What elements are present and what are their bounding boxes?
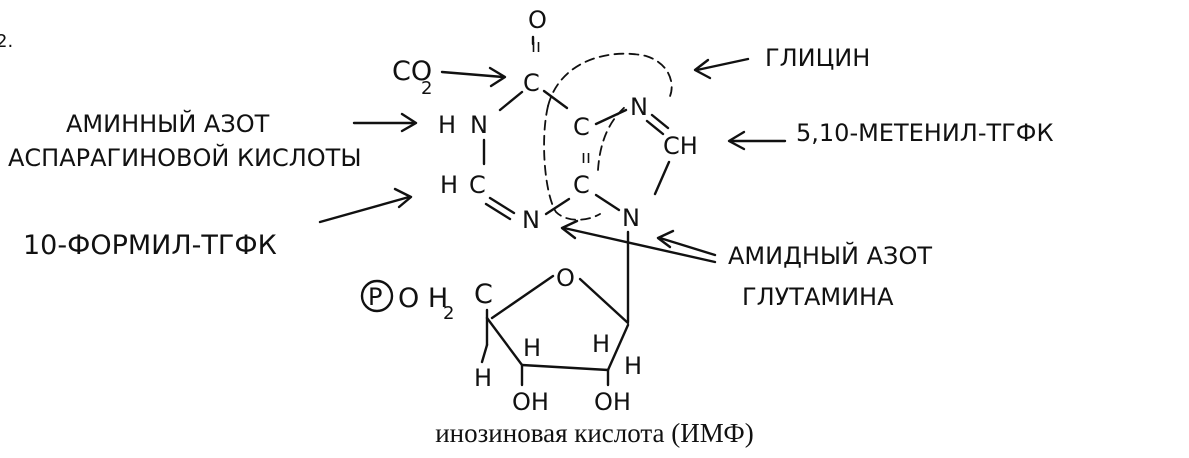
label-aspartate-2: АСПАРАГИНОВОЙ КИСЛОТЫ <box>8 143 362 172</box>
bond-c5-n7 <box>594 108 628 126</box>
atom-c6: C <box>523 69 540 97</box>
atom-c5: C <box>573 113 590 141</box>
label-methenyl-thf: 5,10-МЕТЕНИЛ-ТГФК <box>796 119 1054 147</box>
atom-oh2: O H <box>398 283 448 314</box>
label-glutamine-2: ГЛУТАМИНА <box>742 283 894 311</box>
arrowhead-aspartate <box>400 112 418 133</box>
bond-o-c1p <box>578 277 630 325</box>
bond-n7-c8-b <box>645 119 665 136</box>
atom-n1: N <box>470 111 488 139</box>
atom-h-c2: H <box>440 171 458 199</box>
atom-c4: C <box>573 171 590 199</box>
label-aspartate-1: АМИННЫЙ АЗОТ <box>66 109 270 138</box>
atom-h-b: H <box>523 334 541 362</box>
figure-number: 2. <box>0 31 13 52</box>
atom-h2-sub: 2 <box>443 303 454 324</box>
arrowhead-glycine <box>693 58 712 80</box>
atom-n7: N <box>630 93 648 121</box>
bond-c3p-c2p <box>520 363 610 372</box>
bond-h-c4p <box>480 343 489 364</box>
arrowhead-co2 <box>488 66 507 88</box>
arrow-co2 <box>440 70 505 79</box>
atom-oh-2: OH <box>594 388 631 416</box>
label-glutamine-1: АМИДНЫЙ АЗОТ <box>728 241 932 270</box>
glycine-region-outline <box>547 52 673 107</box>
arrowhead-glutamine-n3 <box>560 219 579 240</box>
bond-c4p-c3p <box>485 316 524 367</box>
arrowhead-formyl <box>393 187 413 209</box>
bond-c4p-o <box>490 274 555 320</box>
atom-h-c: H <box>592 330 610 358</box>
atom-phosphate: P <box>368 283 382 311</box>
atom-oh-1: OH <box>512 388 549 416</box>
bond-c4-n9 <box>594 193 621 212</box>
label-formyl-thf: 10-ФОРМИЛ-ТГФК <box>23 230 277 261</box>
arrow-glutamine-n3 <box>562 226 717 264</box>
arrow-glutamine-n9 <box>658 236 717 257</box>
bond-c8-n9 <box>653 160 671 196</box>
label-co2-sub: 2 <box>421 78 432 99</box>
bond-c6-c5 <box>542 89 569 110</box>
atom-c5-prime: C <box>474 279 493 310</box>
bond-c2-n3-a <box>488 196 516 215</box>
atom-c2: C <box>469 171 486 199</box>
atom-n3: N <box>522 206 540 234</box>
bond-n7-c8-a <box>650 113 670 130</box>
atom-h-a: H <box>474 364 492 392</box>
glycine-region-outline-2 <box>543 105 601 221</box>
double-bond-mark: ıı <box>531 36 541 57</box>
arrowhead-methenyl <box>727 130 746 151</box>
glycine-region-inner <box>597 105 627 171</box>
label-co2: CO <box>392 56 432 87</box>
atom-n9: N <box>622 204 640 232</box>
bond-c2p-c1p <box>606 323 630 372</box>
atom-h-n1: H <box>438 111 456 139</box>
arrowhead-glutamine-n9 <box>656 229 675 249</box>
label-glycine: ГЛИЦИН <box>765 44 870 72</box>
arrow-glycine <box>695 57 750 72</box>
bond-c2-n3-b <box>484 202 512 221</box>
bond-n3-c4 <box>544 197 571 216</box>
atom-h-d: H <box>624 352 642 380</box>
arrow-formyl <box>318 195 411 224</box>
bond-c6-n1 <box>498 90 524 112</box>
atom-o-carbonyl: O <box>528 6 547 34</box>
ribose-ring-oxygen: O <box>556 264 575 292</box>
figure-caption: инозиновая кислота (ИМФ) <box>435 418 754 448</box>
phosphate-circle <box>360 279 394 313</box>
atom-ch8: CH <box>663 132 698 160</box>
double-bond-mark-2: ıı <box>581 147 591 168</box>
